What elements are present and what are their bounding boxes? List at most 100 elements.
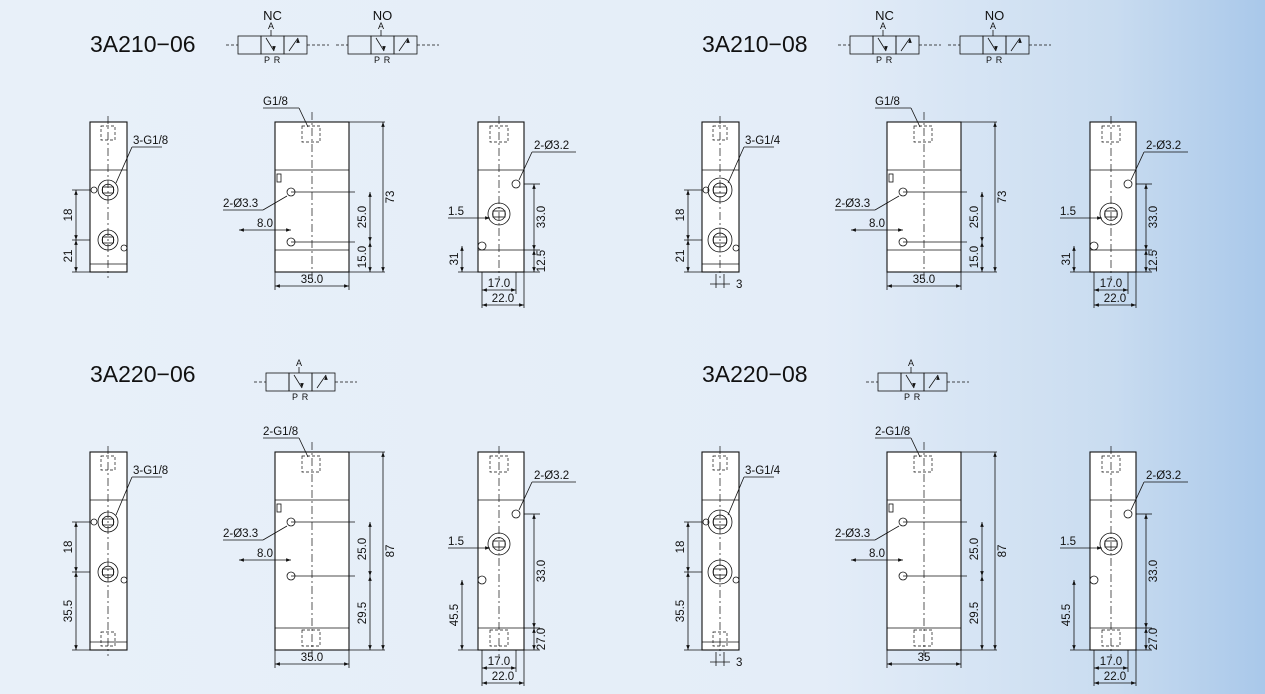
port-label-a: A	[268, 21, 274, 31]
dim-right-width-outer: 22.0	[492, 293, 514, 305]
port-label-p: P	[374, 55, 380, 65]
dim-left-lower: 21	[675, 250, 687, 263]
dim-mid-inner: 25.0	[357, 538, 369, 560]
dim-left-lower: 35.5	[63, 600, 75, 622]
dim-offset: 8.0	[869, 218, 885, 230]
dim-right-small: 1.5	[448, 206, 464, 218]
dim-right-upper: 33.0	[1148, 206, 1160, 228]
dim-right-upper: 33.0	[536, 560, 548, 582]
dim-right-upper: 33.0	[1148, 560, 1160, 582]
dim-right-small: 1.5	[448, 536, 464, 548]
dim-left-upper: 18	[63, 209, 75, 222]
side-port-label: 3-G1/4	[745, 135, 781, 147]
symbol-label: NO	[373, 8, 393, 23]
mount-hole-label: 2-Ø3.3	[835, 198, 870, 210]
dim-mid-inner: 25.0	[969, 538, 981, 560]
dim-left-upper: 18	[63, 541, 75, 554]
dim-right-width-outer: 22.0	[492, 671, 514, 683]
dim-right-width-inner: 17.0	[1100, 656, 1122, 668]
model-title: 3A210−08	[702, 31, 808, 57]
dim-right-left: 31	[1061, 253, 1073, 266]
dim-right-left: 45.5	[1061, 604, 1073, 626]
dim-offset: 8.0	[257, 218, 273, 230]
mount-hole-label: 2-Ø3.3	[223, 528, 258, 540]
symbol-label: NC	[263, 8, 282, 23]
symbol-label: NO	[985, 8, 1005, 23]
dim-offset: 8.0	[257, 548, 273, 560]
mount-hole-right-label: 2-Ø3.2	[1146, 470, 1181, 482]
port-label-p: P	[876, 55, 882, 65]
port-label-a: A	[908, 358, 914, 368]
dim-offset: 8.0	[869, 548, 885, 560]
top-port-label: 2-G1/8	[263, 426, 298, 438]
dim-right-width-inner: 17.0	[488, 278, 510, 290]
port-label-r: R	[914, 392, 921, 402]
port-label-a: A	[378, 21, 384, 31]
port-label-a: A	[990, 21, 996, 31]
dim-right-lower: 12.5	[1148, 250, 1160, 272]
mount-hole-label: 2-Ø3.3	[223, 198, 258, 210]
model-title: 3A210−06	[90, 31, 196, 57]
dim-mid-low: 15.0	[969, 246, 981, 268]
dim-right-left: 45.5	[449, 604, 461, 626]
dim-mid-inner: 25.0	[357, 206, 369, 228]
dim-left-upper: 18	[675, 209, 687, 222]
port-label-a: A	[296, 358, 302, 368]
mount-hole-right-label: 2-Ø3.2	[534, 140, 569, 152]
mount-hole-label: 2-Ø3.3	[835, 528, 870, 540]
dim-left-lower: 35.5	[675, 600, 687, 622]
dim-left-lower: 21	[63, 250, 75, 263]
dim-left-extra: 3	[736, 657, 742, 669]
dim-mid-width: 35	[918, 652, 931, 664]
front-view: G1/8 2-Ø3.3 8.0 25.0 15.0 73 35.0	[835, 96, 1009, 290]
dim-right-width-outer: 22.0	[1104, 293, 1126, 305]
port-label-p: P	[986, 55, 992, 65]
dim-right-width-outer: 22.0	[1104, 671, 1126, 683]
dim-mid-inner: 25.0	[969, 206, 981, 228]
top-port-label: 2-G1/8	[875, 426, 910, 438]
mount-hole-right-label: 2-Ø3.2	[534, 470, 569, 482]
dim-mid-total: 87	[385, 545, 397, 558]
dim-right-lower: 12.5	[536, 250, 548, 272]
dim-right-left: 31	[449, 253, 461, 266]
port-label-r: R	[996, 55, 1003, 65]
dim-mid-low: 29.5	[969, 602, 981, 624]
side-view-right: 2-Ø3.21.545.533.027.017.022.0	[1060, 446, 1188, 686]
dim-right-width-inner: 17.0	[488, 656, 510, 668]
front-view: 2-G1/8 2-Ø3.3 8.0 25.0 29.5 87 35.0	[223, 426, 397, 668]
mount-hole-right-label: 2-Ø3.2	[1146, 140, 1181, 152]
dim-mid-width: 35.0	[913, 274, 935, 286]
top-port-label: G1/8	[875, 96, 900, 108]
dim-mid-width: 35.0	[301, 652, 323, 664]
dim-right-small: 1.5	[1060, 536, 1076, 548]
dim-right-lower: 27.0	[536, 628, 548, 650]
port-label-p: P	[264, 55, 270, 65]
port-label-p: P	[292, 392, 298, 402]
dim-mid-total: 73	[385, 191, 397, 204]
dim-left-upper: 18	[675, 541, 687, 554]
port-label-r: R	[384, 55, 391, 65]
dim-right-small: 1.5	[1060, 206, 1076, 218]
dim-mid-width: 35.0	[301, 274, 323, 286]
port-label-r: R	[302, 392, 309, 402]
port-label-r: R	[274, 55, 281, 65]
dim-mid-total: 73	[997, 191, 1009, 204]
symbol-label: NC	[875, 8, 894, 23]
dim-left-extra: 3	[736, 279, 742, 291]
dim-mid-low: 15.0	[357, 246, 369, 268]
dim-mid-low: 29.5	[357, 602, 369, 624]
